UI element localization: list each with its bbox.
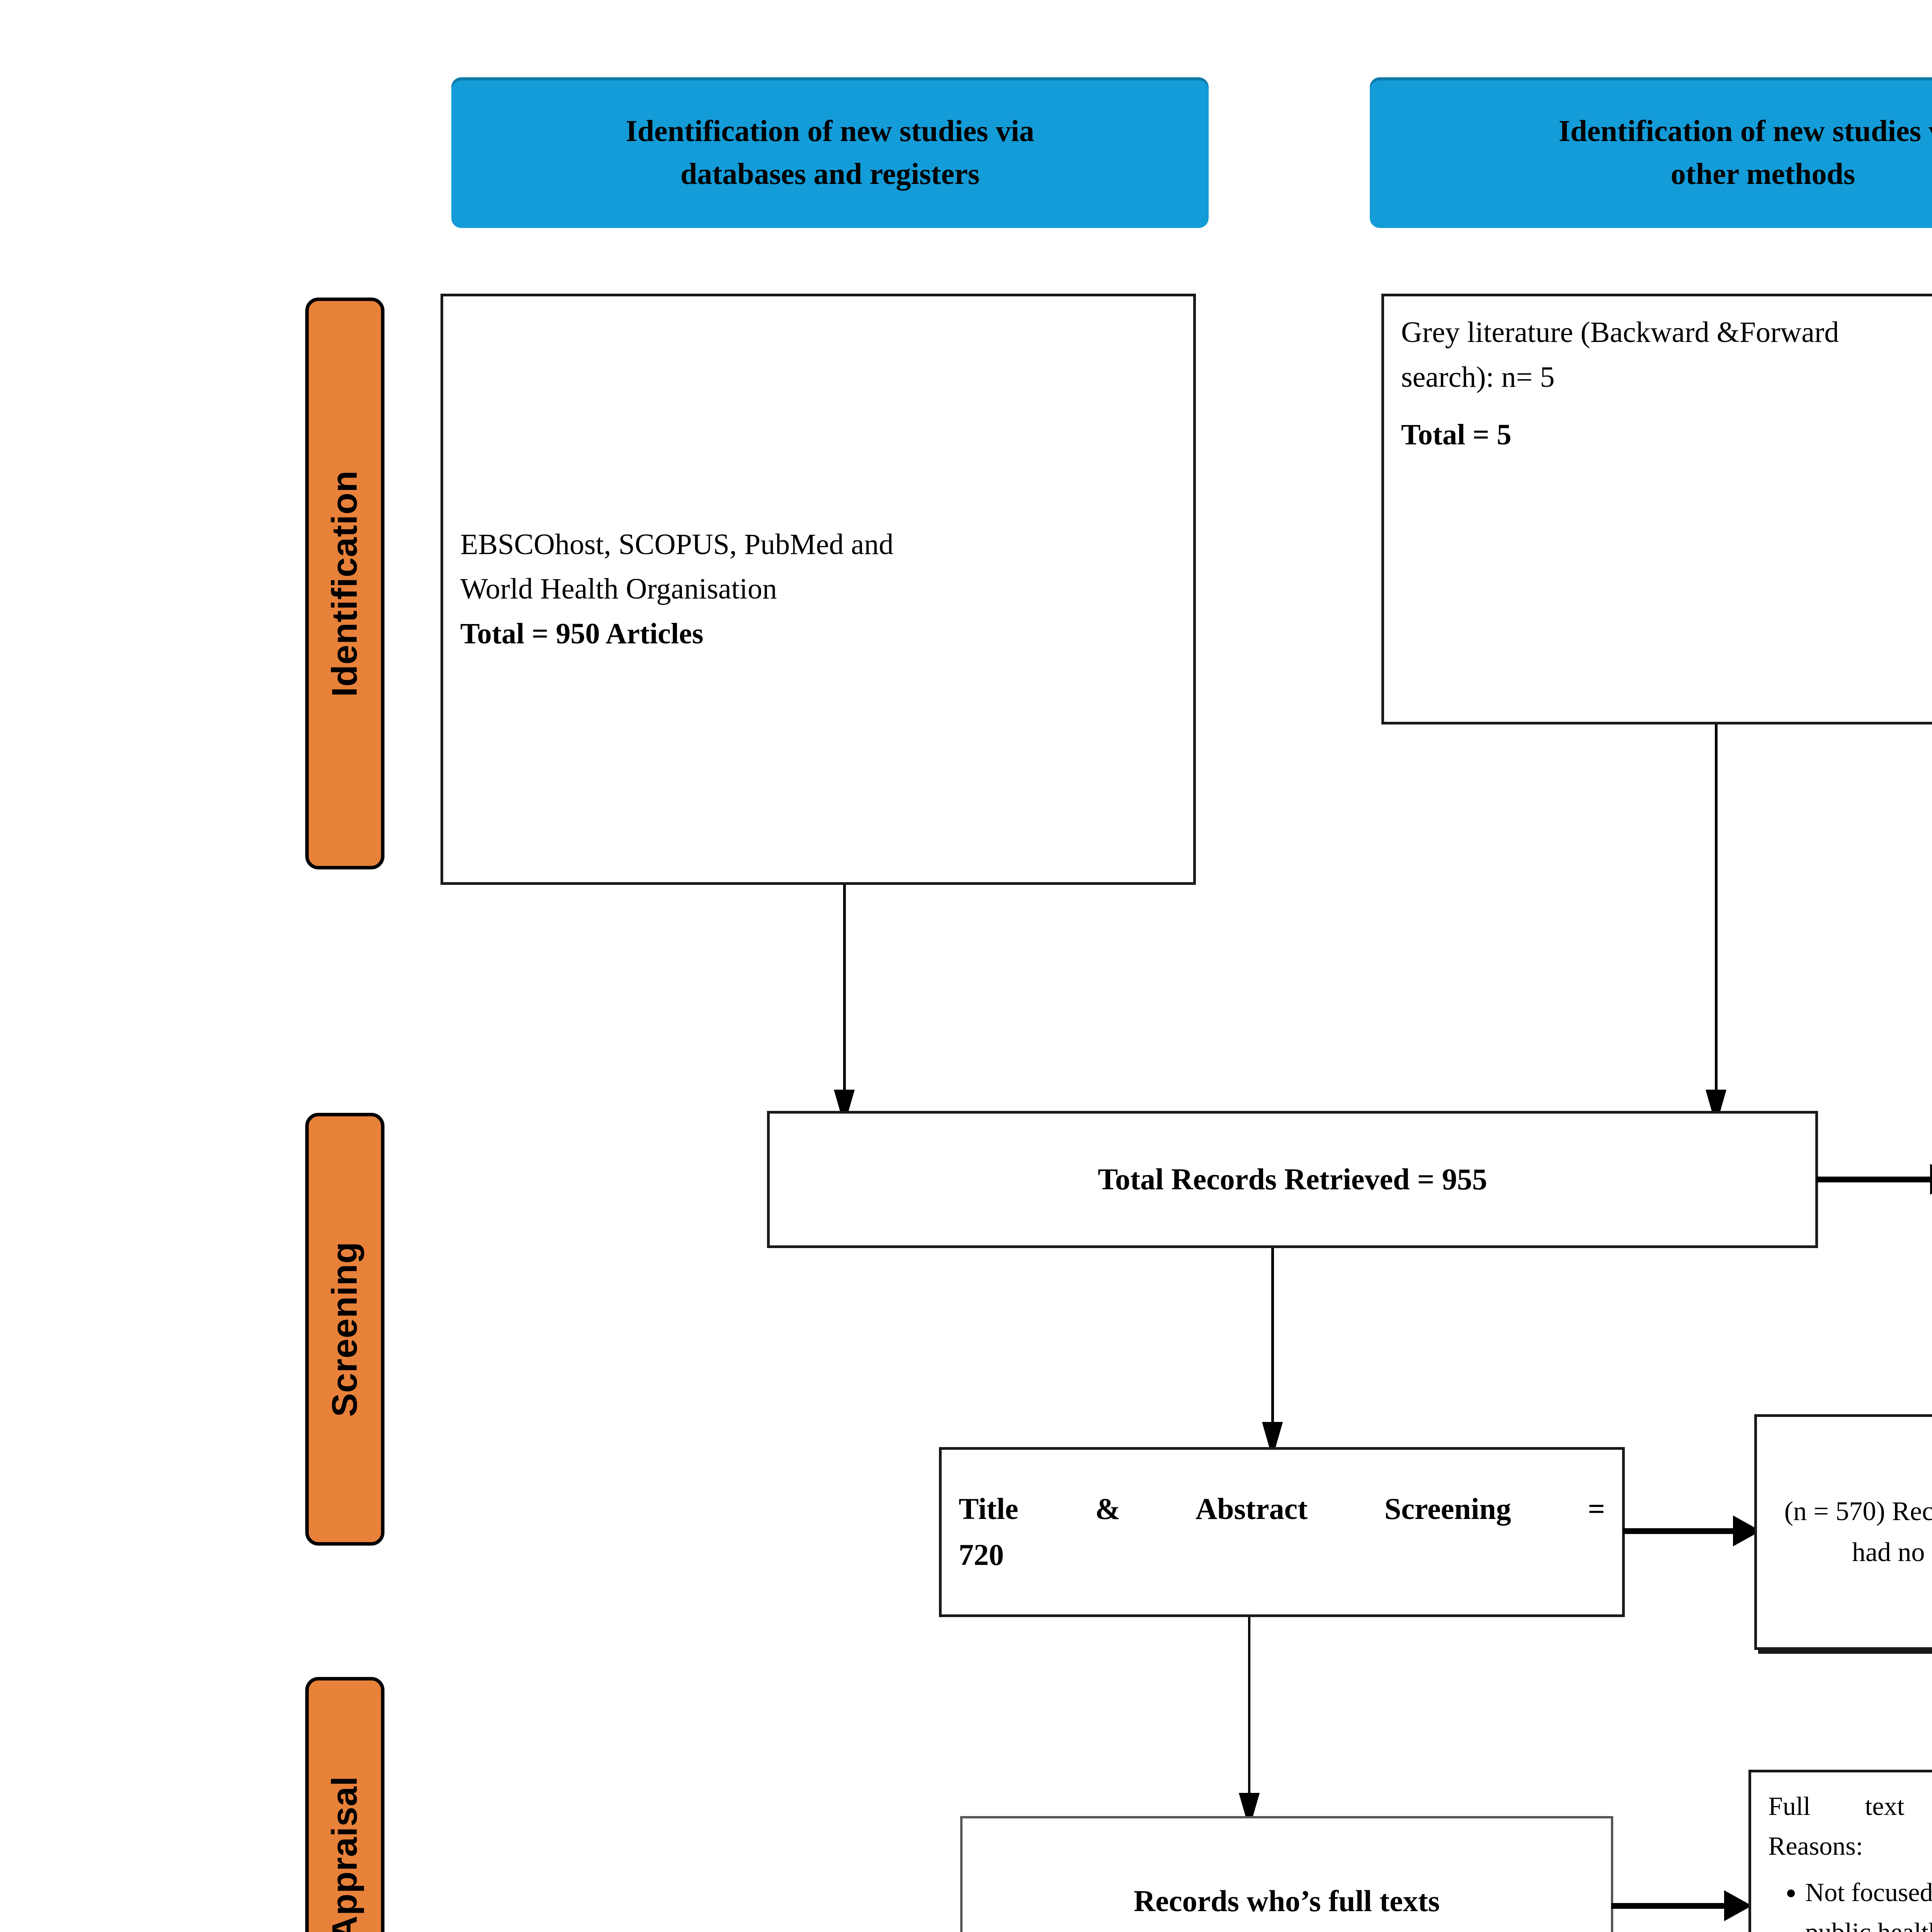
other-sources-total: Total = 5 [1401,418,1512,451]
banner-other-methods: Identification of new studies via other … [1370,77,1932,228]
node-full-text-excluded: Full text studies excluded (n = 127). Re… [1748,1770,1932,1932]
title-abstract-line2: 720 [959,1538,1004,1571]
stage-label-identification-text: Identification [325,470,364,697]
node-records-retrieved: Total Records Retrieved = 955 [767,1111,1818,1248]
other-sources-line2: search): n= 5 [1401,361,1555,393]
records-retrieved-text: Total Records Retrieved = 955 [1098,1162,1487,1196]
database-sources-total: Total = 950 Articles [460,617,704,650]
connector-title-abstract-to-fulltext [1248,1617,1250,1828]
arrowhead-retrieved-to-duplicates [1930,1164,1932,1195]
node-database-sources: EBSCOhost, SCOPUS, PubMed and World Heal… [440,294,1196,885]
stage-label-identification: Identification [305,298,384,869]
connector-fulltext-to-excluded [1611,1903,1743,1909]
full-text-screened-line1: Records who’s full texts [1133,1884,1440,1918]
stage-label-screening-text: Screening [325,1242,364,1417]
stage-label-screening: Screening [305,1113,384,1546]
connector-title-abstract-to-removed [1623,1528,1750,1534]
arrowhead-fulltext-to-excluded [1724,1890,1752,1921]
node-records-removed-screening: (n = 570) Records were removed whose tit… [1754,1414,1932,1650]
connector-retrieved-to-duplicates [1816,1177,1932,1182]
full-text-excluded-heading: Full text studies excluded (n = 127). [1768,1786,1932,1826]
banner-databases-line1: Identification of new studies via [626,114,1034,148]
banner-other-line2: other methods [1670,157,1855,190]
connector-other-to-retrieved [1715,724,1718,1126]
node-other-sources: Grey literature (Backward &Forward searc… [1381,294,1932,724]
banner-databases-line2: databases and registers [680,157,980,190]
full-text-excluded-reason-list: Not focused on specifically focused on a… [1768,1872,1932,1932]
records-removed-screening-text: (n = 570) Records were removed whose tit… [1784,1496,1932,1567]
stage-label-appraisal-text: Appraisal [325,1776,364,1932]
node-title-abstract-screening: Title & Abstract Screening = 720 [939,1447,1625,1617]
stage-label-appraisal: Appraisal [305,1677,384,1932]
other-sources-line1: Grey literature (Backward &Forward [1401,316,1839,349]
connector-retrieved-to-title-abstract [1271,1248,1274,1457]
node-full-text-screened: Records who’s full texts where screened … [960,1816,1613,1932]
excluded-heading-prefix: Full text studies excluded ( [1768,1791,1932,1821]
database-sources-line1: EBSCOhost, SCOPUS, PubMed and [460,528,894,561]
connector-databases-to-retrieved [843,885,846,1126]
banner-databases-and-registers: Identification of new studies via databa… [451,77,1209,228]
list-item: Not focused on specifically focused on a… [1805,1872,1932,1932]
full-text-excluded-reasons-label: Reasons: [1768,1831,1863,1861]
banner-other-line1: Identification of new studies via [1558,114,1932,148]
title-abstract-line1: Title & Abstract Screening = [959,1492,1605,1526]
database-sources-line2: World Health Organisation [460,573,777,605]
full-text-screened-line2: where screened (n = 150) [1127,1924,1446,1932]
